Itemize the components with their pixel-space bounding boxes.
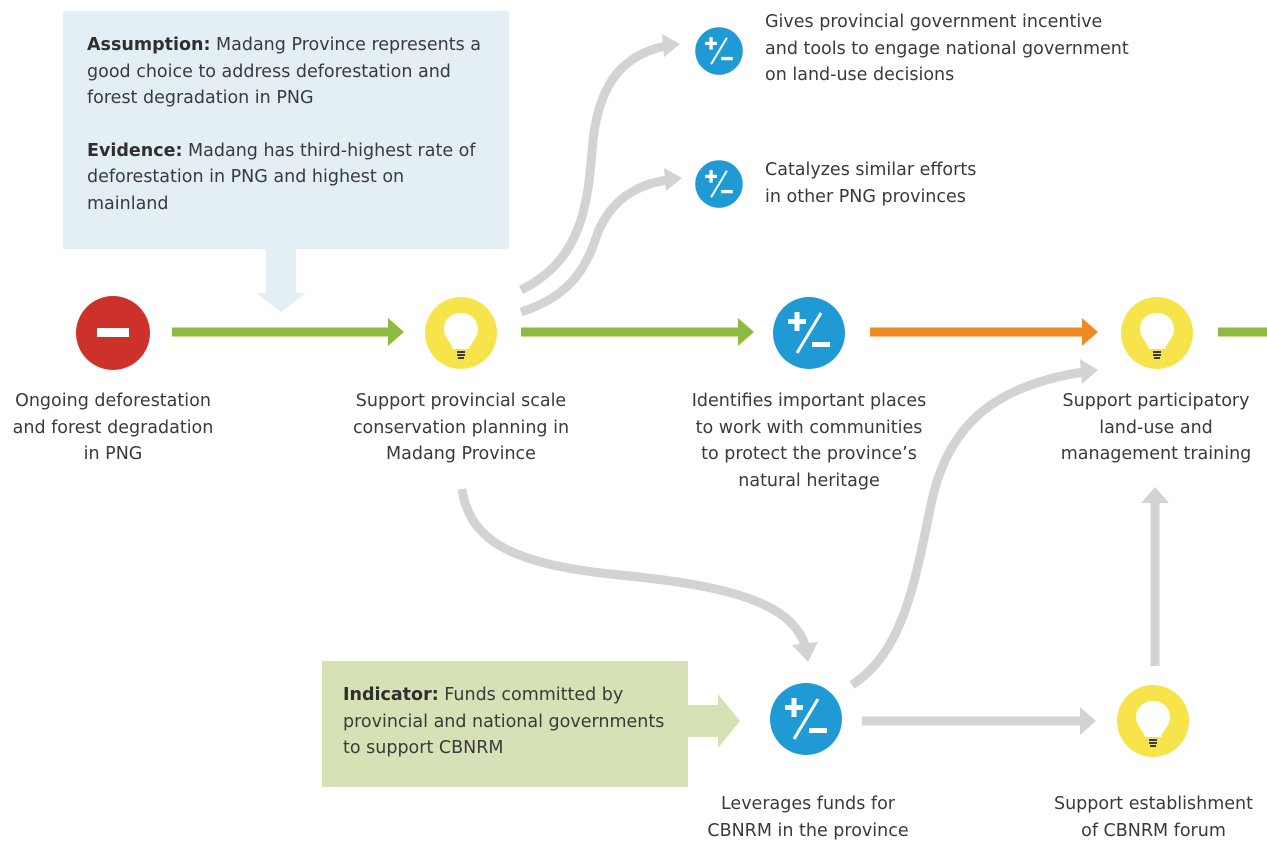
result-leverages-label: Leverages funds for CBNRM in the provinc… [700,791,916,844]
indicator-paragraph: Indicator: Funds committed by provincial… [343,682,676,762]
strategy-node-forum [1117,685,1189,757]
indicator-text: Funds committed by provincial and nation… [343,685,665,758]
indicator-right-arrow [688,694,740,748]
strategy-forum-label-line: of CBNRM forum [1081,820,1226,841]
lightbulb-icon [1140,313,1174,359]
threat-label-line: Ongoing deforestation [15,391,211,411]
strategy-planning-label-line: Madang Province [386,444,536,464]
result-identifies-label-line: Identifies important places [691,391,927,411]
result-node-incentive [695,27,743,75]
strategy-planning-label-line: Support provincial scale [355,391,567,411]
threat-label-line: and forest degradation [12,417,214,438]
result-identifies-label: Identifies important places to work with… [674,388,944,494]
result-identifies-label-line: to protect the province’s [701,444,917,464]
arrow-planning-to-leverages [457,488,818,662]
result-identifies-label-line: to work with communities [695,417,923,438]
plus-minus-icon [705,170,733,198]
result-leverages-label-line: Leverages funds for [720,794,895,814]
assumption-box-bg [63,11,509,249]
strategy-training-label-line: land-use and [1099,417,1213,438]
arrow-leverages-to-training [849,359,1098,689]
result-node-identifies [773,297,845,369]
strategy-training-label-line: Support participatory [1062,391,1250,411]
arrow-leverages-to-forum [862,707,1096,735]
strategy-forum-label-line: Support establishment [1053,794,1254,814]
arrow-planning-to-incentive [518,34,680,295]
assumption-text: Madang Province represents a good choice… [87,35,481,108]
threat-label-line: in PNG [83,444,143,464]
result-node-leverages [770,683,842,755]
result-catalyzes-label-line: Catalyzes similar efforts [765,160,977,180]
plus-minus-icon [788,312,830,354]
threat-node [76,296,150,370]
result-incentive-label: Gives provincial government incentive an… [765,9,1129,89]
result-incentive-label-line: on land-use decisions [765,65,955,85]
result-leverages-label-line: CBNRM in the province [707,820,909,841]
evidence-paragraph: Evidence: Madang has third-highest rate … [87,138,491,218]
result-incentive-label-line: Gives provincial government incentive [765,12,1103,32]
arrow-threat-to-planning [172,318,404,346]
indicator-box-bg [322,661,688,787]
result-catalyzes-label-line: in other PNG provinces [765,186,966,207]
result-incentive-label-line: and tools to engage national government [765,38,1129,59]
arrow-identifies-to-training [870,318,1098,346]
arrow-planning-to-catalyzes [519,168,682,317]
assumption-label: Assumption: [87,35,211,55]
evidence-label: Evidence: [87,140,183,161]
strategy-planning-label-line: conservation planning in [352,417,570,438]
assumption-box: Assumption: Madang Province represents a… [63,11,509,249]
plus-minus-icon [705,37,733,65]
strategy-training-label: Support participatory land-use and manag… [1045,388,1267,468]
strategy-planning-label: Support provincial scale conservation pl… [336,388,586,468]
strategy-training-label-line: management training [1060,444,1252,464]
assumption-paragraph: Assumption: Madang Province represents a… [87,32,491,112]
lightbulb-icon [1136,701,1170,747]
assumption-down-arrow [256,249,306,312]
strategy-forum-label: Support establishment of CBNRM forum [1040,791,1267,844]
threat-label: Ongoing deforestation and forest degrada… [0,388,226,468]
result-catalyzes-label: Catalyzes similar efforts in other PNG p… [765,157,976,210]
indicator-box: Indicator: Funds committed by provincial… [322,661,688,787]
strategy-node-training [1121,297,1193,369]
plus-minus-icon [785,698,827,740]
strategy-node-planning [425,297,497,369]
result-node-catalyzes [695,160,743,208]
result-identifies-label-line: natural heritage [738,470,880,491]
lightbulb-icon [444,313,478,359]
arrow-planning-to-identifies [521,318,754,346]
indicator-label: Indicator: [343,685,439,705]
arrow-forum-to-training [1141,487,1169,666]
evidence-text: Madang has third-highest rate of defores… [87,140,476,214]
minus-icon [97,328,129,337]
